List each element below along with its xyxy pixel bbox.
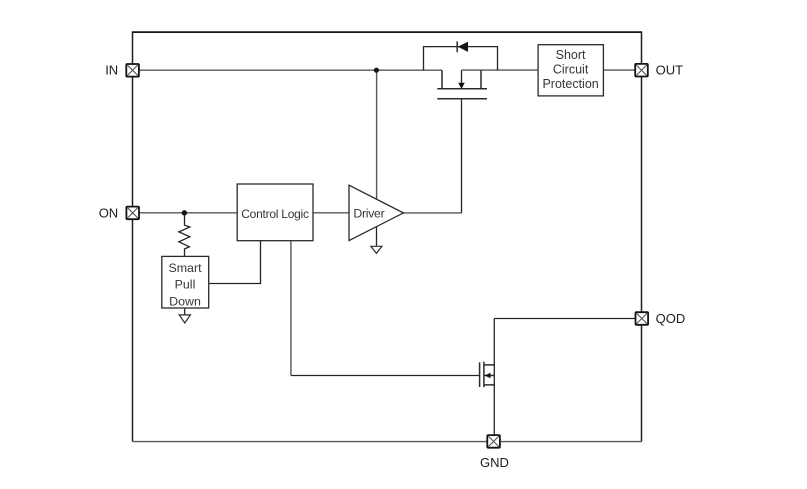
svg-text:ON: ON bbox=[99, 205, 119, 220]
svg-text:Pull: Pull bbox=[175, 278, 196, 292]
svg-text:OUT: OUT bbox=[656, 62, 684, 77]
svg-text:Down: Down bbox=[169, 294, 201, 308]
svg-text:Driver: Driver bbox=[353, 206, 384, 220]
svg-text:QOD: QOD bbox=[656, 311, 686, 326]
svg-text:GND: GND bbox=[480, 455, 509, 470]
svg-text:IN: IN bbox=[105, 63, 118, 78]
svg-text:Control Logic: Control Logic bbox=[241, 207, 309, 221]
svg-text:Circuit: Circuit bbox=[553, 63, 589, 77]
svg-text:Smart: Smart bbox=[168, 261, 202, 275]
svg-text:Short: Short bbox=[556, 48, 586, 62]
svg-text:Protection: Protection bbox=[542, 77, 598, 91]
